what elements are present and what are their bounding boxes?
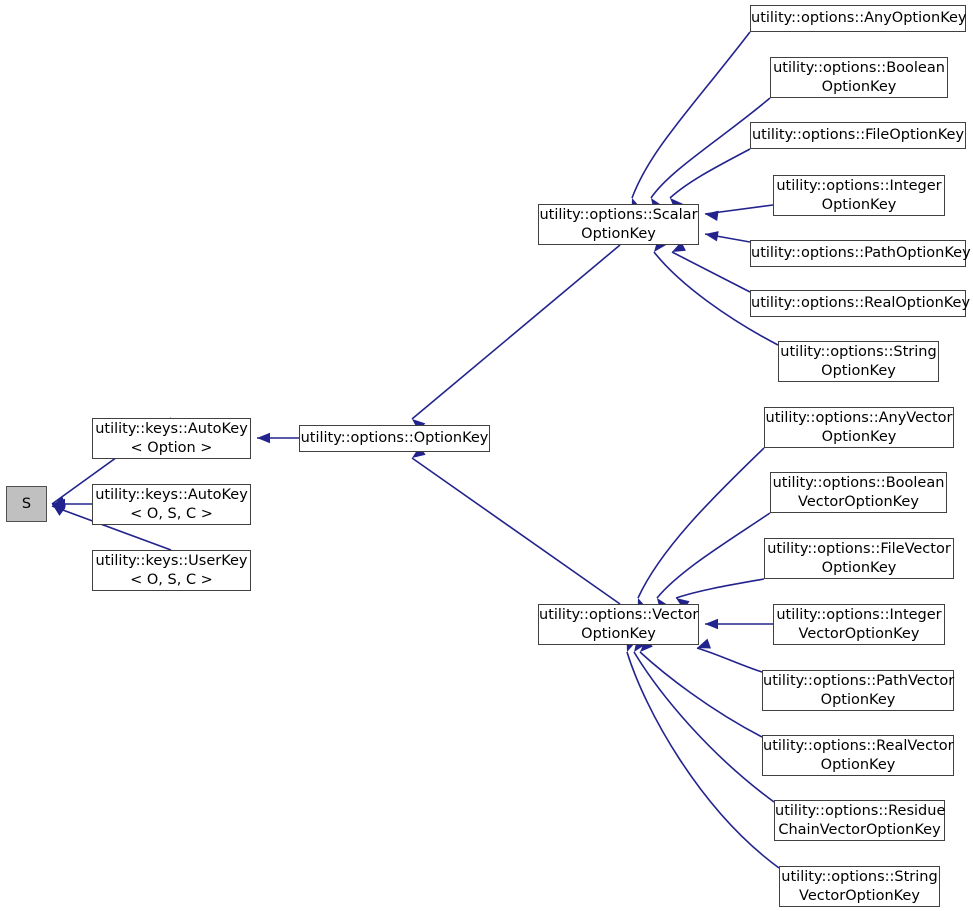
class-node-label: utility::options::Boolean OptionKey <box>773 59 945 95</box>
class-node-path[interactable]: utility::options::PathOptionKey <box>750 240 971 267</box>
inheritance-edge <box>675 578 765 599</box>
class-node-label: utility::keys::AutoKey < O, S, C > <box>95 486 248 522</box>
class-node-label: utility::options::Residue ChainVectorOpt… <box>775 802 946 838</box>
class-node-filevec[interactable]: utility::options::FileVector OptionKey <box>764 538 954 579</box>
inheritance-edge <box>637 447 765 599</box>
inheritance-edge <box>411 457 621 605</box>
class-node-optionkey[interactable]: utility::options::OptionKey <box>299 425 490 452</box>
class-node-int[interactable]: utility::options::Integer OptionKey <box>773 175 945 216</box>
inheritance-edge <box>656 512 771 599</box>
inheritance-edge <box>653 251 779 346</box>
class-node-intvec[interactable]: utility::options::Integer VectorOptionKe… <box>773 604 945 645</box>
class-node-boolvec[interactable]: utility::options::Boolean VectorOptionKe… <box>770 472 947 513</box>
class-node-any[interactable]: utility::options::AnyOptionKey <box>750 5 967 32</box>
inheritance-arrowhead <box>257 432 270 444</box>
inheritance-edge <box>633 651 775 803</box>
class-node-label: utility::options::PathOptionKey <box>751 245 971 261</box>
class-node-label: utility::options::FileVector OptionKey <box>767 540 951 576</box>
inheritance-edge <box>669 148 751 199</box>
inheritance-arrowhead <box>676 598 690 610</box>
class-node-string[interactable]: utility::options::String OptionKey <box>778 341 939 382</box>
class-node-label: utility::keys::AutoKey < Option > <box>95 420 248 456</box>
inheritance-edge <box>626 651 780 869</box>
class-node-label: utility::options::AnyOptionKey <box>751 10 967 26</box>
inheritance-edge <box>671 251 751 293</box>
inheritance-arrowhead <box>705 231 719 242</box>
class-node-userkey_osc[interactable]: utility::keys::UserKey < O, S, C > <box>92 550 251 591</box>
class-node-label: utility::options::Vector OptionKey <box>539 606 699 642</box>
class-node-label: utility::options::FileOptionKey <box>751 127 965 143</box>
class-node-s[interactable]: S <box>6 486 47 522</box>
class-node-label: utility::options::PathVector OptionKey <box>763 672 955 708</box>
inheritance-edge <box>696 647 763 673</box>
class-node-label: utility::keys::UserKey < O, S, C > <box>95 552 248 588</box>
inheritance-arrowhead <box>705 210 719 221</box>
class-node-label: utility::options::String OptionKey <box>780 343 937 379</box>
class-node-residuevec[interactable]: utility::options::Residue ChainVectorOpt… <box>774 800 945 841</box>
class-node-label: utility::options::Integer VectorOptionKe… <box>776 606 942 642</box>
inheritance-arrowhead <box>412 446 426 458</box>
class-node-label: S <box>21 495 32 512</box>
inheritance-edge <box>411 244 621 420</box>
class-node-label: utility::options::RealOptionKey <box>751 295 971 311</box>
inheritance-edge <box>51 505 172 551</box>
inheritance-arrowhead <box>697 638 711 649</box>
class-node-stringvec[interactable]: utility::options::String VectorOptionKey <box>779 866 940 907</box>
inheritance-edge <box>631 31 751 199</box>
class-node-pathvec[interactable]: utility::options::PathVector OptionKey <box>762 670 954 711</box>
class-node-label: utility::options::String VectorOptionKey <box>781 868 938 904</box>
class-node-label: utility::options::Scalar OptionKey <box>539 206 698 242</box>
class-node-vector[interactable]: utility::options::Vector OptionKey <box>538 604 699 645</box>
class-node-autokey_opt[interactable]: utility::keys::AutoKey < Option > <box>92 418 251 459</box>
inheritance-edge <box>650 97 771 199</box>
class-node-label: utility::options::RealVector OptionKey <box>763 737 954 773</box>
class-node-label: utility::options::OptionKey <box>300 430 489 446</box>
class-node-realvec[interactable]: utility::options::RealVector OptionKey <box>762 735 954 776</box>
class-node-label: utility::options::Boolean VectorOptionKe… <box>772 474 945 510</box>
class-node-autokey_osc[interactable]: utility::keys::AutoKey < O, S, C > <box>92 484 251 525</box>
class-node-label: utility::options::AnyVector OptionKey <box>765 409 953 445</box>
inheritance-arrowhead <box>52 496 66 507</box>
class-node-label: utility::options::Integer OptionKey <box>776 177 942 213</box>
inheritance-edge <box>639 651 763 738</box>
class-node-file[interactable]: utility::options::FileOptionKey <box>750 122 966 149</box>
inheritance-arrowhead <box>640 639 653 652</box>
class-node-bool[interactable]: utility::options::Boolean OptionKey <box>770 57 948 98</box>
class-node-real[interactable]: utility::options::RealOptionKey <box>750 290 971 317</box>
class-node-scalar[interactable]: utility::options::Scalar OptionKey <box>538 204 699 245</box>
class-node-anyvec[interactable]: utility::options::AnyVector OptionKey <box>764 407 954 448</box>
inheritance-arrowhead <box>705 618 718 630</box>
